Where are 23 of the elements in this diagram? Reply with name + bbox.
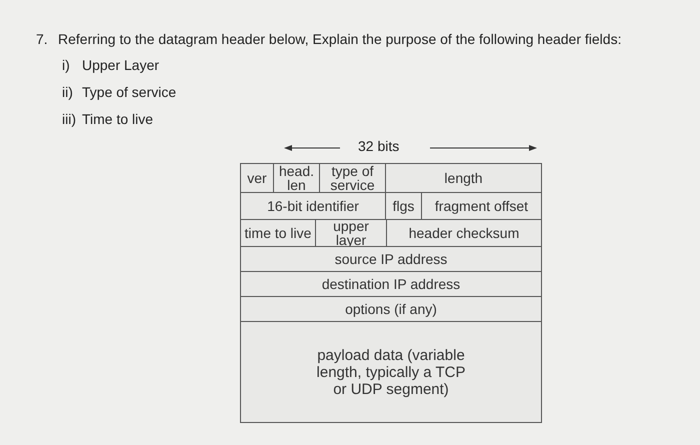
header-field: time to live <box>240 219 316 247</box>
header-field: destination IP address <box>240 271 542 297</box>
width-label: 32 bits <box>358 138 400 154</box>
list-marker: ii) <box>62 84 73 100</box>
header-field: length <box>385 163 542 193</box>
header-field: head. len <box>273 163 320 193</box>
header-field: source IP address <box>240 246 542 272</box>
header-field: type of service <box>319 163 386 193</box>
list-marker: iii) <box>62 111 76 127</box>
header-field: fragment offset <box>421 192 542 220</box>
header-field: 16-bit identifier <box>240 192 386 220</box>
question-number: 7. <box>36 31 48 47</box>
payload-field: payload data (variable length, typically a TCP or UDP segment) <box>240 321 542 423</box>
list-item: Upper Layer <box>82 57 160 73</box>
header-field: options (if any) <box>240 296 542 322</box>
header-field: upper layer <box>315 219 387 247</box>
list-marker: i) <box>62 57 70 73</box>
question-text: Referring to the datagram header below, Explain the purpose of the following header fields: <box>58 31 622 47</box>
list-item: Time to live <box>82 111 154 127</box>
header-field: header checksum <box>386 219 542 247</box>
list-item: Type of service <box>82 84 176 100</box>
header-field: ver <box>240 163 274 193</box>
header-field: flgs <box>385 192 422 220</box>
